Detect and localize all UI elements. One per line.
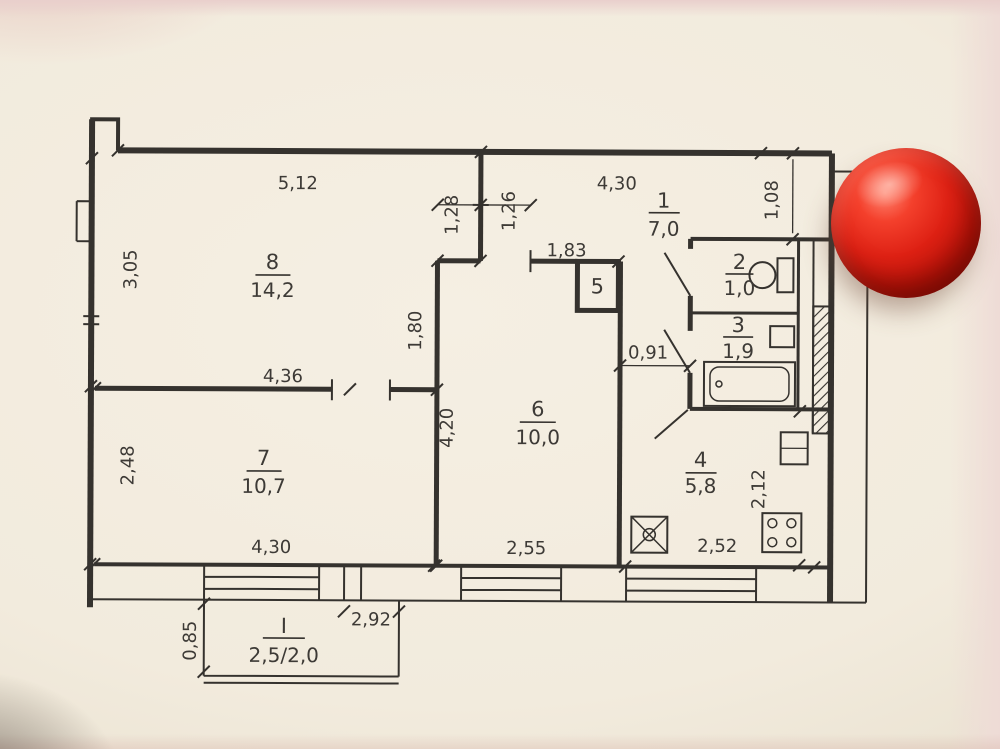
dim-doorway-right: 1,26 xyxy=(499,191,520,231)
partition-walls xyxy=(94,151,694,567)
dimension-lines xyxy=(437,159,794,367)
dim-kitchen-bottom: 2,52 xyxy=(697,536,737,557)
closet-number: 5 xyxy=(591,274,604,298)
main-walls xyxy=(90,117,832,570)
dimension-ticks xyxy=(83,143,821,679)
balcony-door-jambs xyxy=(343,565,363,601)
left-wall-window xyxy=(75,200,90,243)
red-magnet xyxy=(831,148,981,298)
window-room7 xyxy=(203,564,321,601)
dim-room7-bottom: 4,30 xyxy=(251,537,291,558)
door-jambs-room7 xyxy=(330,379,391,401)
room8-area: 14,2 xyxy=(250,278,295,302)
toilet-icon xyxy=(748,257,795,294)
dim-room6-left: 4,20 xyxy=(437,408,458,448)
bath-number: 3 xyxy=(731,313,744,337)
dim-closet-span: 1,83 xyxy=(546,240,586,261)
dim-kitchen-right: 2,12 xyxy=(748,469,769,509)
label-underlines xyxy=(246,211,754,639)
dim-room8-bottom: 4,36 xyxy=(263,366,303,387)
room8-number: 8 xyxy=(266,250,279,274)
dim-balcony-width: 2,92 xyxy=(351,609,391,630)
kitchen-door-leaf xyxy=(654,409,689,440)
left-wall-section-marks xyxy=(83,315,100,326)
kitchen-area: 5,8 xyxy=(685,474,717,498)
bottom-outline xyxy=(88,598,831,604)
balcony-outline xyxy=(202,599,401,685)
room6-number: 6 xyxy=(531,397,544,421)
magnet-highlight xyxy=(850,152,929,216)
washbasin-icon xyxy=(769,325,796,349)
window-room6 xyxy=(460,565,563,602)
balcony-area: 2,5/2,0 xyxy=(249,643,319,667)
room7-number: 7 xyxy=(257,446,270,470)
dim-hall-right: 1,08 xyxy=(762,180,783,220)
kitchen-number: 4 xyxy=(694,448,707,472)
thin-lines xyxy=(75,170,869,685)
dim-top-room8: 5,12 xyxy=(278,173,318,194)
room6-area: 10,0 xyxy=(515,425,560,449)
fixtures xyxy=(630,257,809,554)
room7-area: 10,7 xyxy=(241,474,286,498)
wet-zone-walls xyxy=(690,239,801,410)
hall-area: 7,0 xyxy=(648,217,680,241)
hall-number: 1 xyxy=(657,189,670,213)
balcony-number: I xyxy=(281,614,287,638)
dim-left-room7: 2,48 xyxy=(118,445,139,485)
dim-room6-upper: 1,80 xyxy=(405,311,426,351)
kitchen-sink-icon xyxy=(779,431,809,466)
dim-balcony-depth: 0,85 xyxy=(180,621,201,661)
hatched-shaft xyxy=(811,305,833,435)
dim-room6-bottom: 2,55 xyxy=(506,538,546,559)
vent-fan-icon xyxy=(630,515,669,554)
wc-number: 2 xyxy=(733,250,746,274)
wc-door-leaf xyxy=(663,252,692,297)
window-kitchen xyxy=(625,566,758,603)
dim-top-hall: 4,30 xyxy=(597,173,637,194)
dim-corridor-width: 0,91 xyxy=(628,343,668,364)
closet-walls xyxy=(574,258,622,314)
labels: 8 14,2 7 10,7 6 10,0 1 7,0 2 1,0 3 1,9 4… xyxy=(118,173,783,667)
wc-area: 1,0 xyxy=(723,276,755,300)
dim-doorway-left: 1,28 xyxy=(442,195,463,235)
bathtub-icon xyxy=(702,360,797,408)
bath-area: 1,9 xyxy=(722,339,754,363)
stove-icon xyxy=(761,512,803,554)
dim-left-room8: 3,05 xyxy=(120,249,141,289)
